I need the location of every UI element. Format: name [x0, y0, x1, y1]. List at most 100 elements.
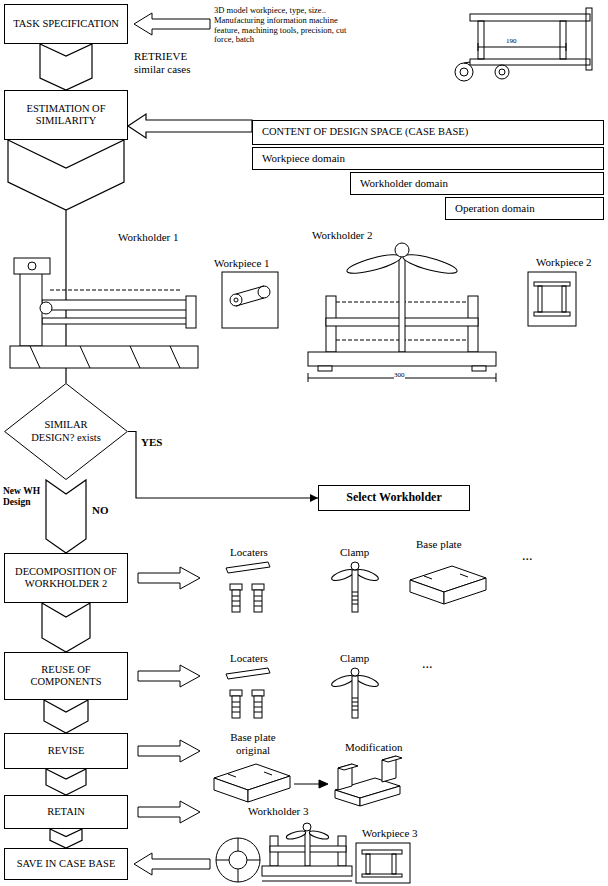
- figure-label: Workholder 1: [118, 231, 179, 244]
- node-text: CONTENT OF DESIGN SPACE (CASE BASE): [262, 126, 468, 138]
- modified-base-plate: [360, 786, 400, 806]
- modified-base-plate: [335, 756, 402, 806]
- workpiece-thumbnail: [562, 286, 566, 312]
- block-arrow: [50, 829, 82, 848]
- modified-base-plate: [382, 756, 402, 762]
- part-name: Base plate: [416, 538, 462, 551]
- workholder-drawing: [395, 243, 409, 257]
- node-text: SAVE IN CASE BASE: [17, 858, 116, 870]
- modify-arrow: [319, 780, 328, 788]
- process-box: DECOMPOSITION OF WORKHOLDER 2: [4, 553, 128, 603]
- workpiece-thumbnail: [230, 294, 242, 306]
- node-text: ESTIMATION OF SIMILARITY: [10, 103, 122, 127]
- process-box: RETAIN: [4, 795, 128, 829]
- domain-box: Workpiece domain: [252, 147, 604, 170]
- workpiece-thumbnail: [234, 298, 238, 302]
- figure-label: Workholder 3: [248, 805, 309, 818]
- workpiece-thumbnail: [366, 854, 370, 874]
- block-arrow: [128, 114, 252, 138]
- workholder-drawing: [30, 346, 40, 368]
- process-box: REUSE OF COMPONENTS: [4, 652, 128, 700]
- workholder-drawing: [10, 258, 198, 368]
- select-box: Select Workholder: [318, 485, 470, 511]
- hollow-arrow: [138, 567, 200, 589]
- workpiece-thumbnail: [362, 874, 402, 877]
- domain-box: Operation domain: [445, 197, 604, 220]
- workholder-drawing: [238, 838, 239, 851]
- workholder-drawing: [229, 851, 247, 869]
- hollow-arrow: [138, 665, 200, 687]
- workholder-drawing: [309, 830, 330, 841]
- workholder-drawing: [216, 860, 229, 861]
- node-text: Operation domain: [455, 202, 535, 215]
- node-text: Workholder domain: [360, 177, 448, 190]
- domain-box: Workholder domain: [350, 172, 604, 195]
- part-name: Locaters: [230, 546, 268, 559]
- block-arrow: [46, 480, 86, 553]
- modified-base-plate: [338, 764, 358, 770]
- workholder-drawing: [20, 272, 42, 346]
- workholder-drawing: [472, 366, 486, 371]
- figure-label: Workpiece 3: [362, 827, 418, 840]
- hollow-arrow: [134, 853, 210, 875]
- workholder-drawing: [247, 860, 260, 861]
- figure-label: Workpiece 2: [536, 256, 592, 269]
- workholder-drawing: [318, 366, 332, 371]
- part-name: Base plate original: [222, 731, 284, 756]
- node-text: DECOMPOSITION OF WORKHOLDER 2: [10, 566, 122, 590]
- workpiece-sketch: [586, 8, 592, 70]
- ellipsis: ...: [522, 548, 533, 564]
- workpiece-thumbnail: [534, 282, 570, 286]
- workholder-drawing: [401, 251, 458, 277]
- workholder-drawing: [308, 373, 309, 382]
- workholder-drawing: [42, 318, 192, 324]
- node-text: REUSE OF COMPONENTS: [10, 664, 122, 688]
- clamp-part: [330, 562, 379, 612]
- part-name: Modification: [345, 741, 402, 754]
- node-text: TASK SPECIFICATION: [13, 18, 119, 30]
- hollow-arrow: [138, 740, 200, 762]
- block-arrow: [44, 700, 88, 733]
- case-base-box: CONTENT OF DESIGN SPACE (CASE BASE): [252, 120, 604, 145]
- workpiece-sketch: [470, 59, 590, 65]
- workholder-drawing: [40, 302, 52, 314]
- workpiece-sketch: [455, 8, 592, 81]
- process-box: SAVE IN CASE BASE: [4, 848, 128, 880]
- process-box: ESTIMATION OF SIMILARITY: [4, 90, 128, 140]
- clamp-part: [330, 668, 379, 718]
- workpiece-thumbnail: [392, 854, 396, 874]
- workholder-drawing: [186, 296, 196, 328]
- part-name: Clamp: [340, 546, 369, 559]
- workholder-drawing: [399, 256, 405, 352]
- hollow-arrow: [134, 13, 210, 875]
- modified-base-plate: [335, 790, 360, 806]
- workpiece-thumbnail: [528, 272, 576, 326]
- input-note: 3D model workpiece, type, size.. Manufac…: [214, 6, 354, 45]
- figure-label: Workholder 2: [312, 229, 373, 242]
- workpiece-thumbnail: [236, 286, 264, 294]
- workholder-drawing: [14, 258, 50, 274]
- workpiece-thumbnail: [222, 272, 278, 328]
- arrow-line: [128, 432, 318, 499]
- figure-label: Workpiece 1: [214, 257, 270, 270]
- edge-label: NO: [92, 504, 109, 517]
- workpiece-thumbnail: [258, 286, 270, 298]
- dimension: 190: [506, 37, 517, 45]
- workholder-drawing: [286, 830, 307, 841]
- workholder-drawing: [170, 346, 180, 368]
- workpiece-sketch: [460, 68, 468, 76]
- base-plate-part: [214, 764, 290, 802]
- workpiece-thumbnail: [356, 843, 410, 883]
- modify-arrow: [294, 784, 320, 785]
- workholder-drawing: [345, 251, 402, 277]
- workholder-drawing: [496, 373, 497, 382]
- edge-label: RETRIEVE similar cases: [134, 50, 206, 75]
- workpiece-sketch: [478, 21, 484, 59]
- decision-diamond: SIMILAR DESIGN? exists: [4, 383, 128, 480]
- workholder-drawing: [262, 866, 352, 876]
- workpiece-thumbnail: [356, 843, 410, 883]
- workholder-drawing: [238, 869, 239, 882]
- ellipsis: ...: [422, 656, 433, 672]
